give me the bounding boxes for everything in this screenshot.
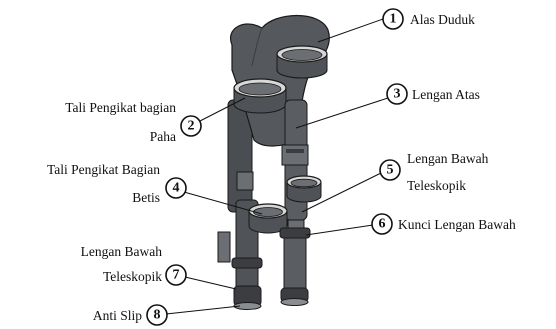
callout-2-label-line2: Paha — [150, 129, 176, 144]
callout-3-label: Lengan Atas — [412, 87, 480, 102]
callout-1-label: Alas Duduk — [410, 12, 475, 27]
callout-3-number: 3 — [394, 87, 401, 102]
callout-6-number: 6 — [379, 217, 386, 232]
callout-6-label: Kunci Lengan Bawah — [398, 217, 516, 232]
crutch-illustration — [218, 16, 329, 310]
callout-7-number: 7 — [173, 268, 180, 283]
callout-2-number: 2 — [188, 119, 195, 134]
callout-7-label-line2: Teleskopik — [103, 269, 162, 284]
callout-5-label-line1: Lengan Bawah — [407, 151, 489, 166]
calf-ring-upper — [287, 176, 321, 202]
thigh-ring — [234, 79, 286, 113]
front-lower-leg — [280, 220, 310, 306]
callout-1-number: 1 — [390, 12, 397, 27]
callout-4-label-line1: Tali Pengikat Bagian — [47, 162, 160, 177]
callout-5-number: 5 — [387, 163, 394, 178]
upper-ring — [277, 46, 327, 78]
callout-8-number: 8 — [154, 308, 161, 323]
callout-4-number: 4 — [173, 181, 180, 196]
callout-8-label: Anti Slip — [93, 308, 142, 323]
callout-5-label-line2: Teleskopik — [407, 178, 466, 193]
callout-2-label-line1: Tali Pengikat bagian — [65, 100, 176, 115]
callout-4-label-line2: Betis — [132, 190, 160, 205]
callout-7-label-line1: Lengan Bawah — [81, 244, 163, 259]
